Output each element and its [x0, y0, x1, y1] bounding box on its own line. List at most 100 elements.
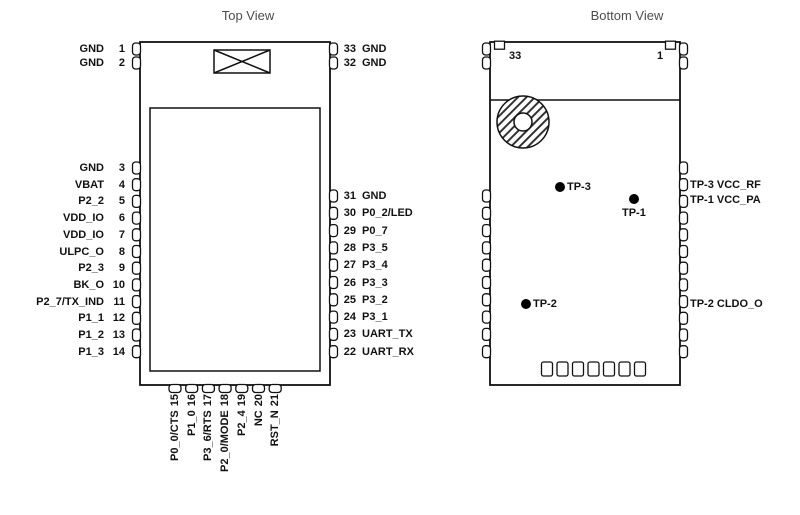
top-view-bottom-pin-label: P3_6/RTS17 [200, 394, 216, 502]
top-view-right-pin-label: 33 GND [340, 42, 510, 56]
pin-name: P1_1 [78, 312, 104, 325]
pin-number: 16 [185, 394, 198, 407]
top-view-shield-outline [149, 107, 321, 372]
pin-number: 32 [343, 57, 356, 69]
tp3-label: TP-3 [567, 181, 591, 193]
top-view-right-pin-label: 27 P3_4 [340, 258, 510, 272]
pin-number: 12 [112, 312, 125, 325]
pin-name: GND [362, 43, 387, 55]
pin-name: P2_4 [235, 410, 248, 436]
pin-number: 20 [252, 394, 265, 407]
top-view-left-pin-label: P1_3 14 [22, 345, 125, 359]
top-view-left-pin-label: BK_O 10 [22, 278, 125, 292]
pin-name: P1_0 [185, 410, 198, 436]
pin-number: 7 [118, 228, 125, 241]
pin-name: P1_3 [78, 345, 104, 358]
pin-number: 28 [343, 241, 356, 254]
pin-number: 14 [112, 345, 125, 358]
pin-number: 25 [343, 293, 356, 306]
bottom-view-pin1-label: 1 [657, 50, 664, 62]
top-view-left-pin-label: P2_3 9 [22, 261, 125, 275]
pin-number: 13 [112, 329, 125, 341]
pin-number: 1 [118, 43, 125, 55]
top-view-right-pin-label: 26 P3_3 [340, 276, 510, 290]
tp2-label: TP-2 [533, 298, 557, 310]
pin-name: VDD_IO [63, 228, 104, 241]
pin-number: 24 [343, 311, 356, 324]
pin-name: P3_1 [362, 311, 388, 324]
pin-number: 5 [118, 195, 125, 208]
pin-name: GND [362, 57, 387, 69]
pin-name: P0_0/CTS [169, 410, 181, 461]
pin-number: 29 [343, 224, 356, 237]
pin-name: P3_6/RTS [202, 410, 215, 461]
pin-name: NC [252, 410, 265, 427]
top-view-bottom-pin-label: P2_0/MODE18 [217, 394, 233, 502]
pin-name: GND [79, 162, 104, 174]
pin-number: 30 [343, 207, 356, 220]
pin-number: 21 [269, 394, 282, 407]
bottom-view-top-left-notch [493, 40, 506, 50]
pin-name: VDD_IO [63, 212, 104, 225]
top-view-bottom-pin-label: P1_0 16 [184, 394, 200, 502]
tp1-signal-label: TP-1 VCC_PA [690, 194, 761, 206]
pin-number: 8 [118, 245, 125, 258]
top-view-bottom-pin-label: NC 20 [251, 394, 267, 502]
tp2-testpoint-dot [521, 299, 531, 309]
top-view-bottom-castellations [168, 383, 282, 394]
bottom-view-top-right-notch [664, 40, 677, 50]
top-view-module-body [139, 41, 331, 386]
pin-number: 11 [113, 295, 125, 308]
top-view-bottom-pin-label: P2_419 [234, 394, 250, 502]
tp1-testpoint-dot [629, 194, 639, 204]
top-view-title: Top View [221, 8, 275, 23]
pin-name: UART_TX [362, 328, 413, 341]
pin-name: P3_3 [362, 276, 388, 289]
pin-name: P1_2 [78, 329, 104, 341]
top-view-right-castellations [328, 42, 339, 359]
top-view-bottom-pin-label: P0_0/CTS 15 [167, 394, 183, 502]
pin-name: UART_RX [362, 345, 414, 358]
pin-number: 27 [343, 259, 356, 272]
antenna-icon [213, 49, 271, 74]
pin-name: P3_2 [362, 293, 388, 306]
tp3-testpoint-dot [555, 182, 565, 192]
top-view-right-pin-label: 25 P3_2 [340, 293, 510, 307]
top-view-left-pin-label: P1_2 13 [22, 328, 125, 342]
pin-number: 33 [343, 43, 356, 55]
pin-number: 2 [118, 57, 125, 69]
bottom-view-module-body [489, 41, 681, 386]
pin-name: P3_5 [362, 241, 388, 254]
pin-name: P3_4 [362, 259, 388, 272]
top-view-right-pin-label: 22 UART_RX [340, 345, 510, 359]
pin-number: 9 [118, 262, 125, 275]
pin-name: P2_0/MODE [219, 410, 232, 472]
tp3-signal-label: TP-3 VCC_RF [690, 179, 761, 191]
bottom-view-right-castellations [678, 42, 689, 359]
top-view-left-castellations [131, 42, 142, 359]
pin-number: 15 [169, 394, 181, 407]
pin-number: 26 [343, 276, 356, 289]
top-view-left-pin-label: VDD_IO 7 [22, 228, 125, 242]
top-view-right-pin-label: 24 P3_1 [340, 310, 510, 324]
pin-number: 22 [343, 345, 356, 358]
pin-name: P2_3 [78, 262, 104, 275]
pin-number: 4 [118, 178, 125, 191]
bottom-view-title: Bottom View [590, 8, 664, 23]
pin-number: 10 [112, 278, 125, 291]
pin-number: 31 [343, 190, 356, 202]
pin-name: BK_O [73, 278, 104, 291]
